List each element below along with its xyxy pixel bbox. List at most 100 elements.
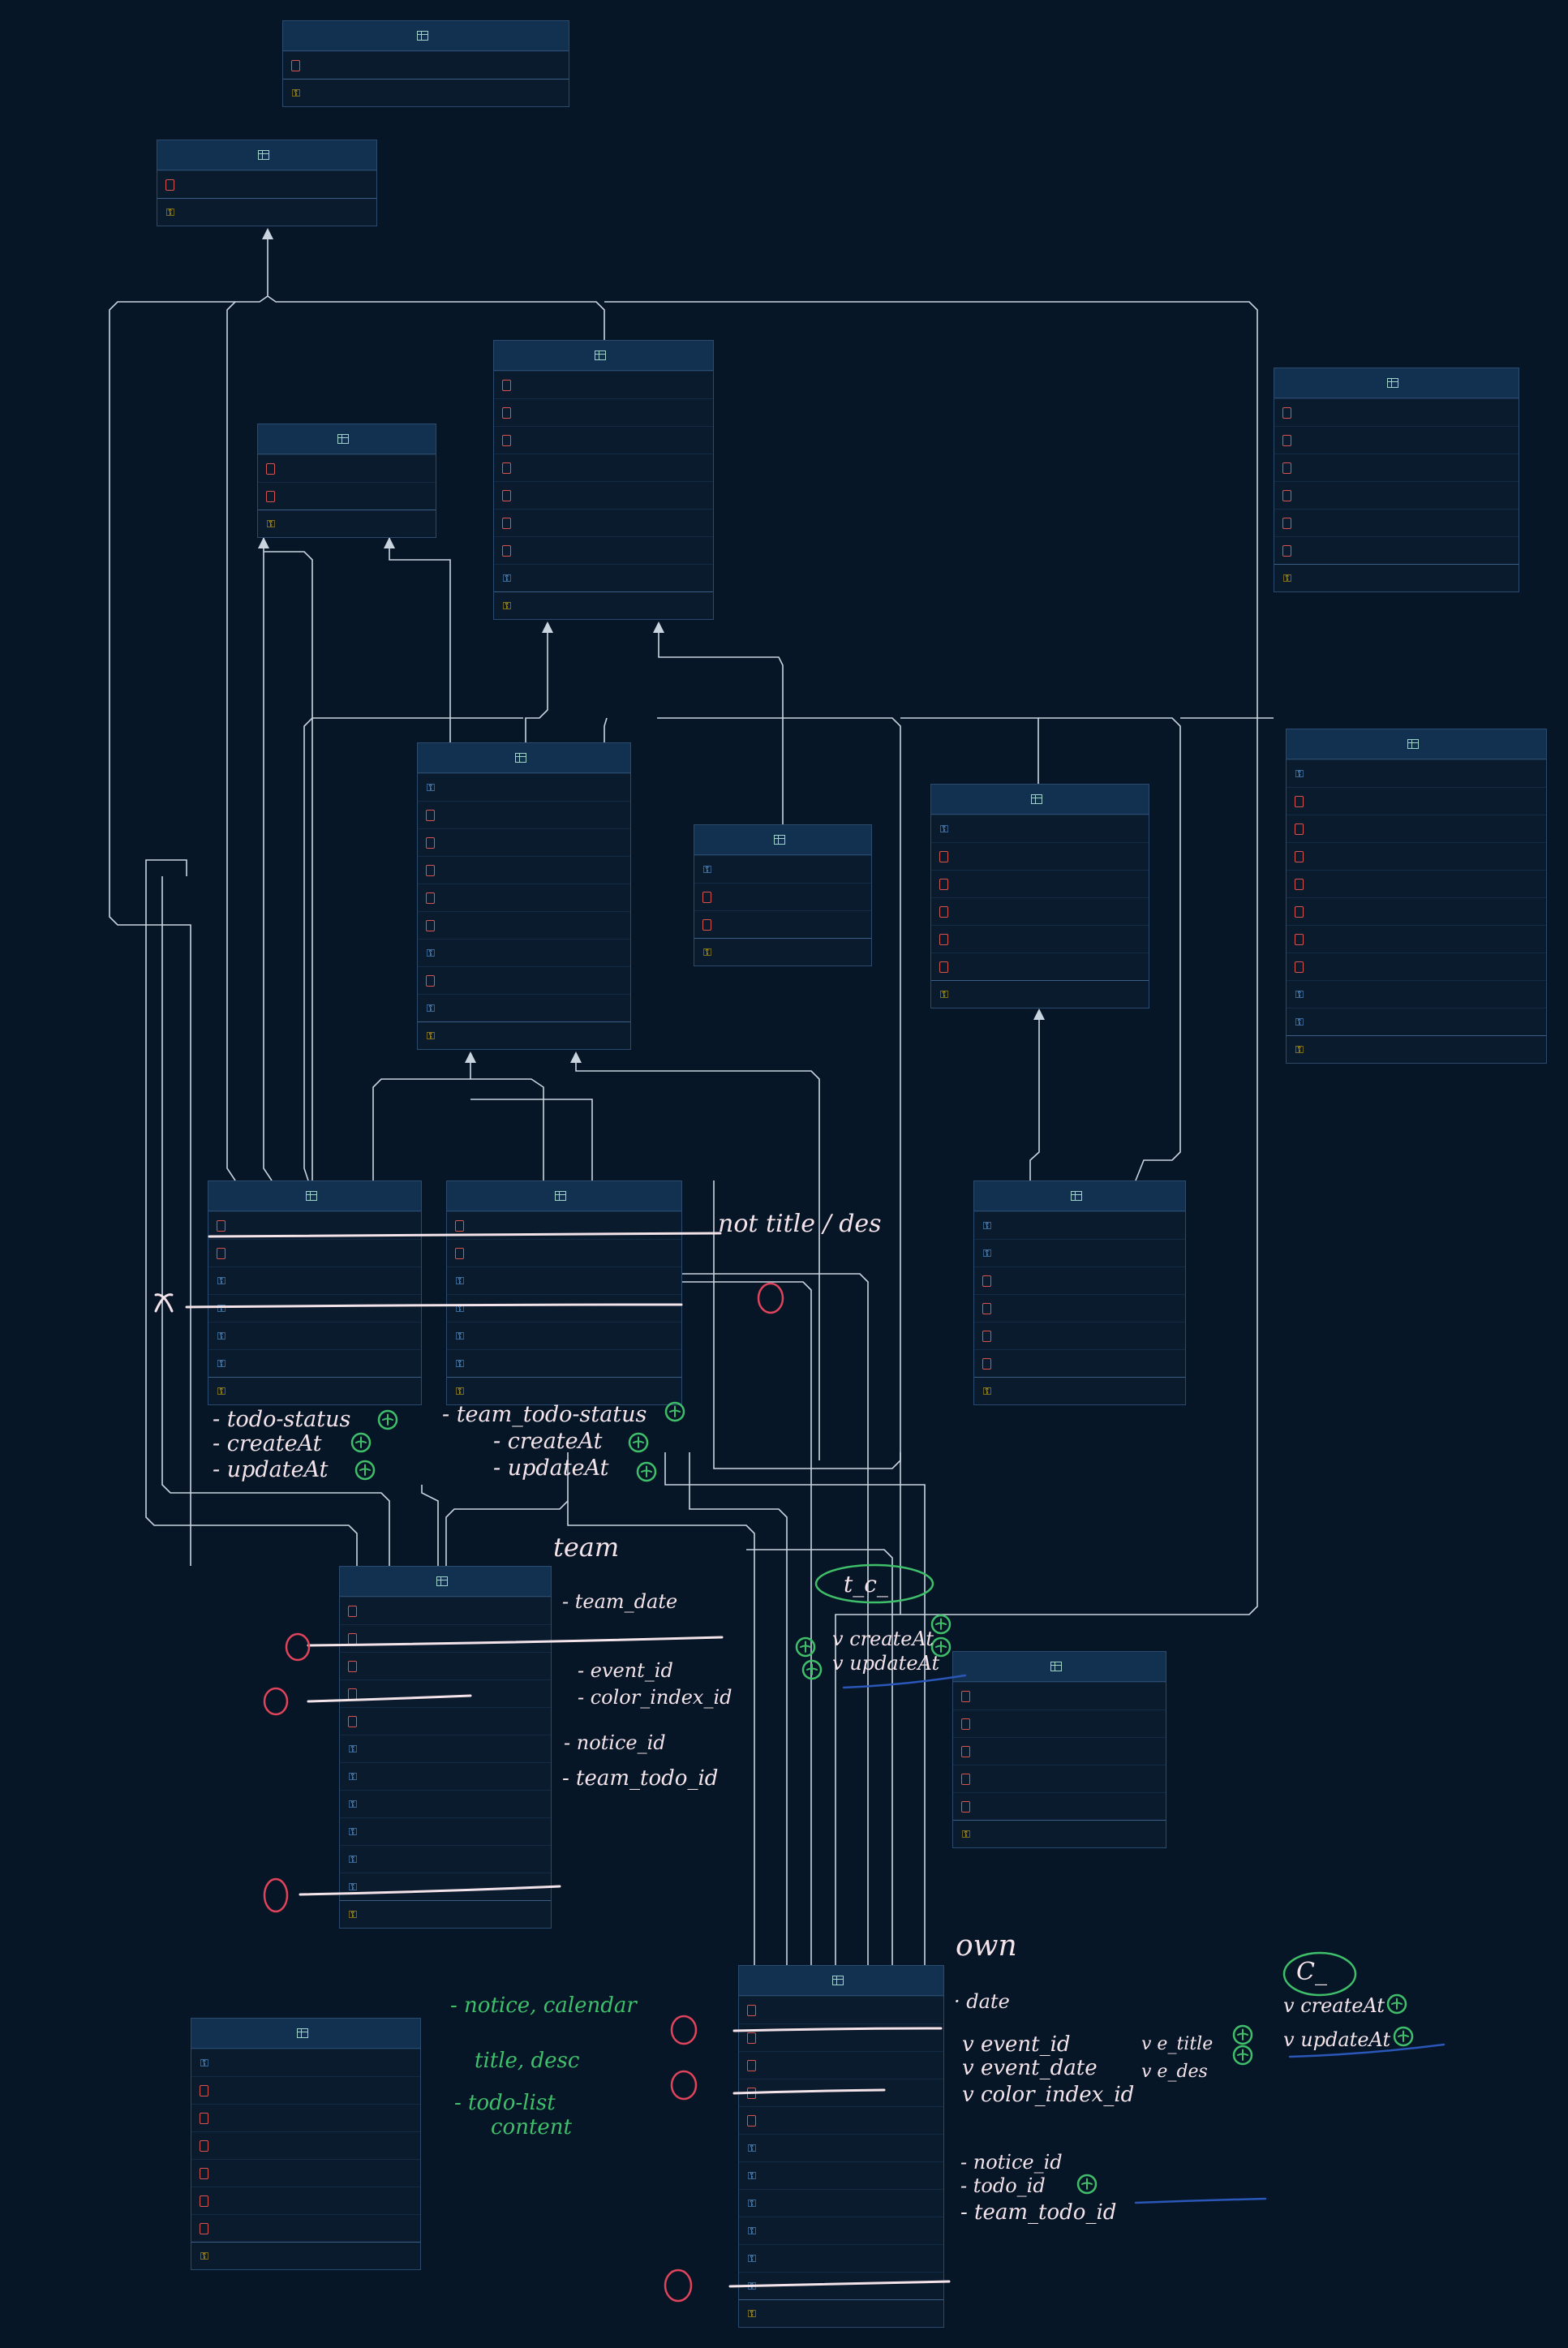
- table-field[interactable]: ⚿: [739, 2189, 943, 2217]
- table-field[interactable]: [931, 870, 1149, 897]
- table-field[interactable]: [953, 1682, 1166, 1709]
- table-field[interactable]: ⚿: [447, 1349, 681, 1377]
- table-field[interactable]: [191, 2159, 420, 2187]
- table-field[interactable]: [953, 1737, 1166, 1765]
- table-field[interactable]: ⚿: [447, 1322, 681, 1349]
- table-field[interactable]: ⚿: [694, 855, 871, 883]
- table-field[interactable]: ⚿: [340, 1762, 551, 1790]
- table-field[interactable]: ⚿: [258, 510, 436, 537]
- table-field[interactable]: ⚿: [447, 1377, 681, 1404]
- table-header[interactable]: [1287, 729, 1546, 759]
- table-field[interactable]: ⚿: [191, 2049, 420, 2076]
- table-field[interactable]: ⚿: [418, 773, 630, 801]
- table-field[interactable]: [157, 170, 376, 198]
- table-field[interactable]: ⚿: [494, 591, 713, 619]
- table-field[interactable]: [191, 2187, 420, 2214]
- table-header[interactable]: [953, 1652, 1166, 1682]
- table-field[interactable]: [418, 828, 630, 856]
- table-field[interactable]: [1287, 842, 1546, 870]
- table-field[interactable]: [447, 1211, 681, 1239]
- table-header[interactable]: [208, 1181, 421, 1211]
- table-field[interactable]: ⚿: [340, 1900, 551, 1928]
- table-field[interactable]: ⚿: [1287, 759, 1546, 787]
- table-header[interactable]: [447, 1181, 681, 1211]
- table-header[interactable]: [494, 341, 713, 371]
- table-field[interactable]: ⚿: [739, 2244, 943, 2272]
- table-field[interactable]: [1287, 953, 1546, 980]
- table-field[interactable]: [208, 1211, 421, 1239]
- table-field[interactable]: ⚿: [739, 2299, 943, 2327]
- table-header[interactable]: [974, 1181, 1185, 1211]
- table-field[interactable]: [974, 1266, 1185, 1294]
- table-field[interactable]: ⚿: [1287, 1008, 1546, 1035]
- table-department[interactable]: ⚿: [157, 140, 377, 226]
- table-field[interactable]: ⚿: [208, 1377, 421, 1404]
- table-field[interactable]: ⚿: [208, 1349, 421, 1377]
- table-field[interactable]: [694, 910, 871, 938]
- table-field[interactable]: ⚿: [694, 938, 871, 965]
- table-field[interactable]: [739, 2023, 943, 2051]
- table-field[interactable]: [974, 1349, 1185, 1377]
- table-field[interactable]: ⚿: [340, 1735, 551, 1762]
- table-field[interactable]: ⚿: [1287, 980, 1546, 1008]
- table-field[interactable]: [418, 884, 630, 911]
- table-reply[interactable]: ⚿⚿⚿: [973, 1180, 1186, 1405]
- table-field[interactable]: [258, 454, 436, 482]
- table-header[interactable]: [191, 2019, 420, 2049]
- table-field[interactable]: [208, 1239, 421, 1266]
- table-field[interactable]: [1274, 536, 1519, 564]
- table-field[interactable]: [974, 1322, 1185, 1349]
- table-commute[interactable]: ⚿⚿⚿⚿: [1286, 729, 1547, 1064]
- table-field[interactable]: [494, 426, 713, 454]
- table-field[interactable]: [931, 842, 1149, 870]
- table-field[interactable]: ⚿: [340, 1790, 551, 1817]
- table-header[interactable]: [931, 785, 1149, 815]
- table-field[interactable]: [1287, 870, 1546, 897]
- table-header[interactable]: [340, 1567, 551, 1597]
- table-header[interactable]: [157, 140, 376, 170]
- table-field[interactable]: [1274, 454, 1519, 481]
- table-field[interactable]: [418, 966, 630, 994]
- table-teamtodolist[interactable]: ⚿⚿⚿⚿⚿: [446, 1180, 682, 1405]
- table-header[interactable]: [283, 21, 569, 51]
- table-field[interactable]: [1274, 398, 1519, 426]
- table-notice[interactable]: ⚿⚿⚿⚿: [417, 742, 631, 1050]
- table-field[interactable]: ⚿: [340, 1873, 551, 1900]
- table-field[interactable]: [1274, 509, 1519, 536]
- table-field[interactable]: ⚿: [494, 564, 713, 591]
- table-field[interactable]: [494, 536, 713, 564]
- table-field[interactable]: [494, 371, 713, 398]
- table-field[interactable]: ⚿: [340, 1817, 551, 1845]
- table-field[interactable]: [739, 1996, 943, 2023]
- table-header[interactable]: [418, 743, 630, 773]
- table-field[interactable]: ⚿: [208, 1294, 421, 1322]
- table-field[interactable]: [931, 953, 1149, 980]
- table-field[interactable]: ⚿: [1274, 564, 1519, 591]
- table-field[interactable]: [1274, 481, 1519, 509]
- table-field[interactable]: [739, 2079, 943, 2106]
- table-field[interactable]: [447, 1239, 681, 1266]
- table-field[interactable]: [694, 883, 871, 910]
- table-field[interactable]: [340, 1597, 551, 1624]
- table-traffic[interactable]: ⚿: [1274, 368, 1519, 592]
- table-field[interactable]: [191, 2131, 420, 2159]
- table-field[interactable]: [1287, 925, 1546, 953]
- table-header[interactable]: [258, 424, 436, 454]
- table-field[interactable]: ⚿: [739, 2272, 943, 2299]
- table-field[interactable]: ⚿: [931, 815, 1149, 842]
- table-field[interactable]: [191, 2214, 420, 2242]
- table-field[interactable]: [494, 509, 713, 536]
- table-field[interactable]: ⚿: [418, 994, 630, 1021]
- table-field[interactable]: [739, 2106, 943, 2134]
- table-field[interactable]: [1274, 426, 1519, 454]
- table-field[interactable]: ⚿: [739, 2134, 943, 2161]
- table-field[interactable]: [953, 1792, 1166, 1820]
- table-field[interactable]: ⚿: [283, 79, 569, 106]
- table-field[interactable]: [258, 482, 436, 510]
- table-field[interactable]: ⚿: [953, 1820, 1166, 1847]
- table-field[interactable]: ⚿: [739, 2217, 943, 2244]
- table-field[interactable]: ⚿: [1287, 1035, 1546, 1063]
- table-field[interactable]: ⚿: [157, 198, 376, 226]
- table-field[interactable]: ⚿: [931, 980, 1149, 1008]
- table-field[interactable]: [739, 2051, 943, 2079]
